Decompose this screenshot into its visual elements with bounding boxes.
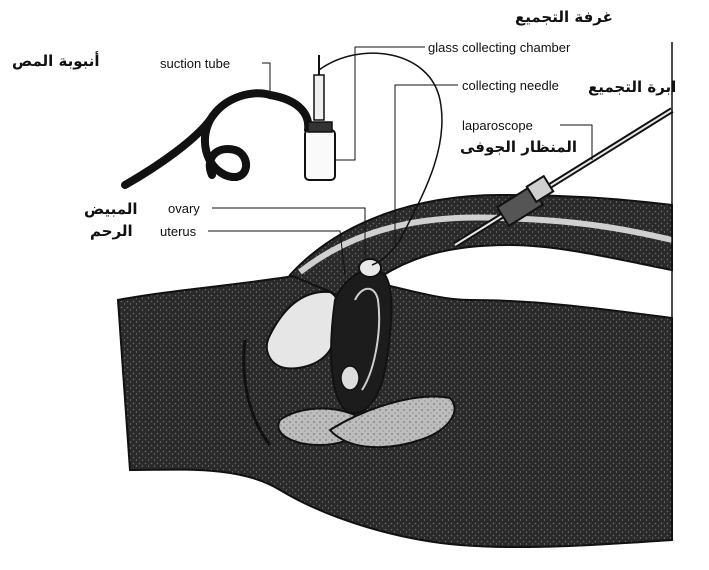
collecting-needle-label: collecting needle xyxy=(462,79,559,92)
uterus-label: uterus xyxy=(160,225,196,238)
chamber-label-ar: غرفة التجميع xyxy=(515,10,613,25)
ovary-follicle xyxy=(341,366,359,390)
ovary-label: ovary xyxy=(168,202,200,215)
glass-chamber-label: glass collecting chamber xyxy=(428,41,570,54)
laparoscope-label-ar: المنظار الجوفى xyxy=(460,140,577,155)
needle-hub xyxy=(314,75,324,120)
ovary-label-ar: المبيض xyxy=(84,202,138,217)
leader-glass-chamber xyxy=(335,47,425,160)
laparoscope-label: laparoscope xyxy=(462,119,533,132)
uterus-label-ar: الرحم xyxy=(90,224,133,239)
glass-chamber-shape xyxy=(305,130,335,180)
suction-tube-label-ar: أنبوبة المص xyxy=(12,54,100,69)
collecting-needle-label-ar: ابرة التجميع xyxy=(588,80,676,95)
suction-tube-label: suction tube xyxy=(160,57,230,70)
suction-tube-shape xyxy=(125,93,308,185)
glass-chamber-cap xyxy=(308,122,332,132)
